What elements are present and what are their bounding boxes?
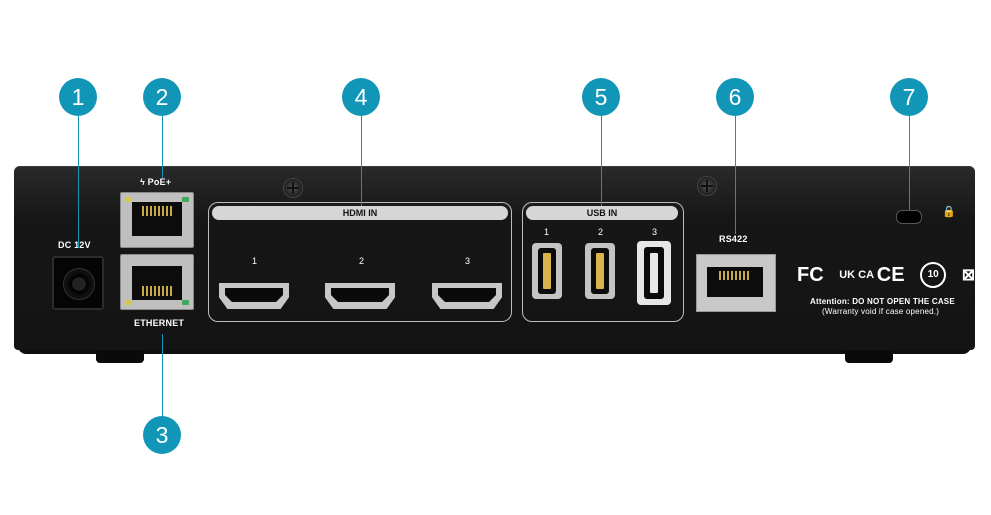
usb-port-3 xyxy=(637,241,671,305)
screw-left xyxy=(283,178,303,198)
callout-7: 7 xyxy=(890,78,928,116)
dc-power-jack xyxy=(52,256,104,310)
compliance-marks: FC UK CA CE 10 ⊠ xyxy=(797,262,985,288)
lock-icon: 🔒 xyxy=(942,206,956,218)
callout-line-1 xyxy=(78,116,79,248)
callout-5: 5 xyxy=(582,78,620,116)
ethernet-port-poe xyxy=(120,192,194,248)
usb-port-number: 1 xyxy=(544,227,550,237)
device-foot-left xyxy=(96,350,144,363)
ethernet-socket xyxy=(132,266,182,300)
rs422-socket xyxy=(707,267,763,297)
device-foot-right xyxy=(845,350,893,363)
callout-line-6 xyxy=(735,116,736,234)
dc-jack-hole xyxy=(63,268,95,300)
dc-label: DC 12V xyxy=(58,240,91,250)
ethernet-label: ETHERNET xyxy=(134,318,185,328)
usb-port-1 xyxy=(532,243,562,299)
rohs-10-mark: 10 xyxy=(920,262,947,288)
usb-tongue xyxy=(543,253,551,289)
hdmi-port-number: 3 xyxy=(465,256,471,266)
callout-6: 6 xyxy=(716,78,754,116)
status-led xyxy=(182,197,189,202)
ce-mark: CE xyxy=(876,263,905,286)
usb-port-number: 2 xyxy=(598,227,604,237)
hdmi-port-3 xyxy=(432,283,502,309)
callout-line-3 xyxy=(162,334,163,418)
warning-text: Attention: DO NOT OPEN THE CASE xyxy=(810,297,955,306)
usb-port-number: 3 xyxy=(652,227,658,237)
ukca-mark: UK CA xyxy=(839,268,875,281)
fcc-mark: FC xyxy=(797,263,824,286)
rs422-port xyxy=(696,254,776,312)
callout-1: 1 xyxy=(59,78,97,116)
usb-tongue xyxy=(596,253,604,289)
callout-line-5 xyxy=(601,116,602,206)
usb-port-2 xyxy=(585,243,615,299)
warranty-text: (Warranty void if case opened.) xyxy=(822,307,940,316)
rs422-label: RS422 xyxy=(719,234,748,244)
screw-right xyxy=(697,176,717,196)
callout-3: 3 xyxy=(143,416,181,454)
status-led xyxy=(182,300,189,305)
status-led xyxy=(125,197,132,202)
callout-line-4 xyxy=(361,116,362,206)
poe-label: ϟ PoE+ xyxy=(140,177,172,187)
callout-line-7 xyxy=(909,116,910,210)
usb-label: USB IN xyxy=(526,206,678,220)
ethernet-socket xyxy=(132,202,182,236)
hdmi-label: HDMI IN xyxy=(212,206,508,220)
ethernet-port xyxy=(120,254,194,310)
hdmi-port-2 xyxy=(325,283,395,309)
status-led xyxy=(125,300,132,305)
weee-bin-icon: ⊠ xyxy=(961,267,976,284)
security-lock-slot xyxy=(896,210,922,224)
hdmi-panel xyxy=(208,202,512,322)
hdmi-port-1 xyxy=(219,283,289,309)
callout-2: 2 xyxy=(143,78,181,116)
usb-tongue xyxy=(650,253,658,293)
hdmi-port-number: 1 xyxy=(252,256,258,266)
usb-panel xyxy=(522,202,684,322)
callout-4: 4 xyxy=(342,78,380,116)
callout-line-2 xyxy=(162,116,163,178)
hdmi-port-number: 2 xyxy=(359,256,365,266)
